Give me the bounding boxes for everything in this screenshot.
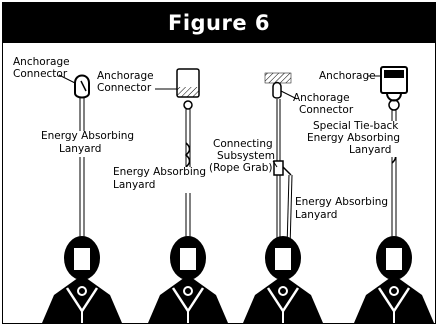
rope-grab-icon [273,160,292,176]
label-connecting-subsystem-b: Subsystem [217,150,275,162]
carabiner-icon [74,74,90,99]
label-lanyard-4: Lanyard [349,144,391,156]
label-energy-absorbing-2: Energy Absorbing [113,166,206,178]
label-anchorage-4: Anchorage [319,70,376,82]
anchorage-connector-icon [176,68,200,110]
anchorage-beam [264,72,292,84]
anchorage-connector-icon [272,81,282,99]
worker-icon [243,236,323,323]
label-bg [37,131,137,157]
worker-icon [354,236,434,323]
panel-3: Connecting Subsystem (Rope Grab) Anchora… [209,72,393,323]
label-lanyard-1: Lanyard [59,143,101,155]
figure-6: Figure 6 Ancho [2,2,436,324]
worker-icon [148,236,228,323]
panel-1: Anchorage Connector Energy Absorbing Lan… [13,56,137,323]
label-anchorage-connector-1: Anchorage [13,56,70,68]
leader-line [272,160,278,168]
leader-line [280,90,298,100]
label-bg [111,167,211,193]
label-anchorage-connector-1b: Connector [13,68,68,80]
label-bg [293,195,393,221]
label-bg [305,121,423,157]
label-lanyard-3: Lanyard [295,209,337,221]
label-anchorage-connector-3b: Connector [299,104,354,116]
label-energy-absorbing-4: Energy Absorbing [307,132,400,144]
label-anchorage-connector-3: Anchorage [293,92,350,104]
label-special-tie-back: Special Tie-back [313,120,399,132]
label-energy-absorbing-3: Energy Absorbing [295,196,388,208]
worker-icon [42,236,122,323]
label-rope-grab: (Rope Grab) [209,162,272,174]
label-connecting-subsystem: Connecting [213,138,273,150]
panel-4: Anchorage Special Tie-back Energy Absorb… [305,66,434,323]
tie-back-anchorage-icon [380,66,408,111]
lanyard [286,174,293,249]
fall-arrest-diagram: Anchorage Connector Energy Absorbing Lan… [13,56,434,323]
panel-2: Anchorage Connector Energy Absorbing Lan… [97,68,228,323]
label-anchorage-connector-2: Anchorage [97,70,154,82]
label-energy-absorbing-1: Energy Absorbing [41,130,134,142]
figure-title: Figure 6 [3,3,435,43]
label-lanyard-2: Lanyard [113,179,155,191]
lanyard [79,98,85,248]
leader-line [58,74,76,84]
label-anchorage-connector-2b: Connector [97,82,152,94]
